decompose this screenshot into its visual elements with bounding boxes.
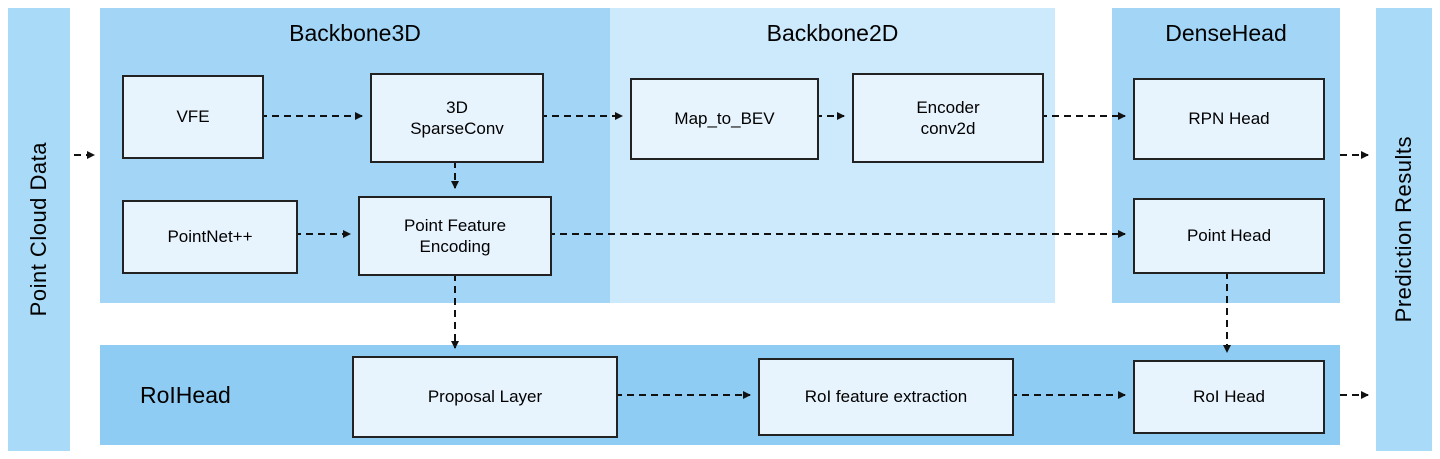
- node-point-feature-encoding: Point Feature Encoding: [358, 196, 552, 276]
- node-roi-head: RoI Head: [1133, 360, 1325, 434]
- node-vfe: VFE: [122, 75, 264, 159]
- point-cloud-data-bar: Point Cloud Data: [8, 8, 70, 451]
- node-roi-feature-extraction: RoI feature extraction: [758, 358, 1014, 436]
- roihead-title: RoIHead: [140, 382, 231, 408]
- node-3d-sparseconv: 3D SparseConv: [370, 73, 544, 163]
- densehead-title: DenseHead: [1165, 20, 1287, 46]
- prediction-results-bar: Prediction Results: [1376, 8, 1432, 451]
- backbone3d-title: Backbone3D: [289, 20, 421, 46]
- backbone2d-title: Backbone2D: [766, 20, 899, 46]
- node-rpn-head: RPN Head: [1133, 78, 1325, 160]
- node-map-to-bev: Map_to_BEV: [630, 78, 819, 160]
- node-proposal-layer: Proposal Layer: [352, 356, 618, 438]
- node-point-head: Point Head: [1133, 198, 1325, 274]
- node-pointnet: PointNet++: [122, 200, 298, 274]
- node-encoder-conv2d: Encoder conv2d: [852, 73, 1044, 163]
